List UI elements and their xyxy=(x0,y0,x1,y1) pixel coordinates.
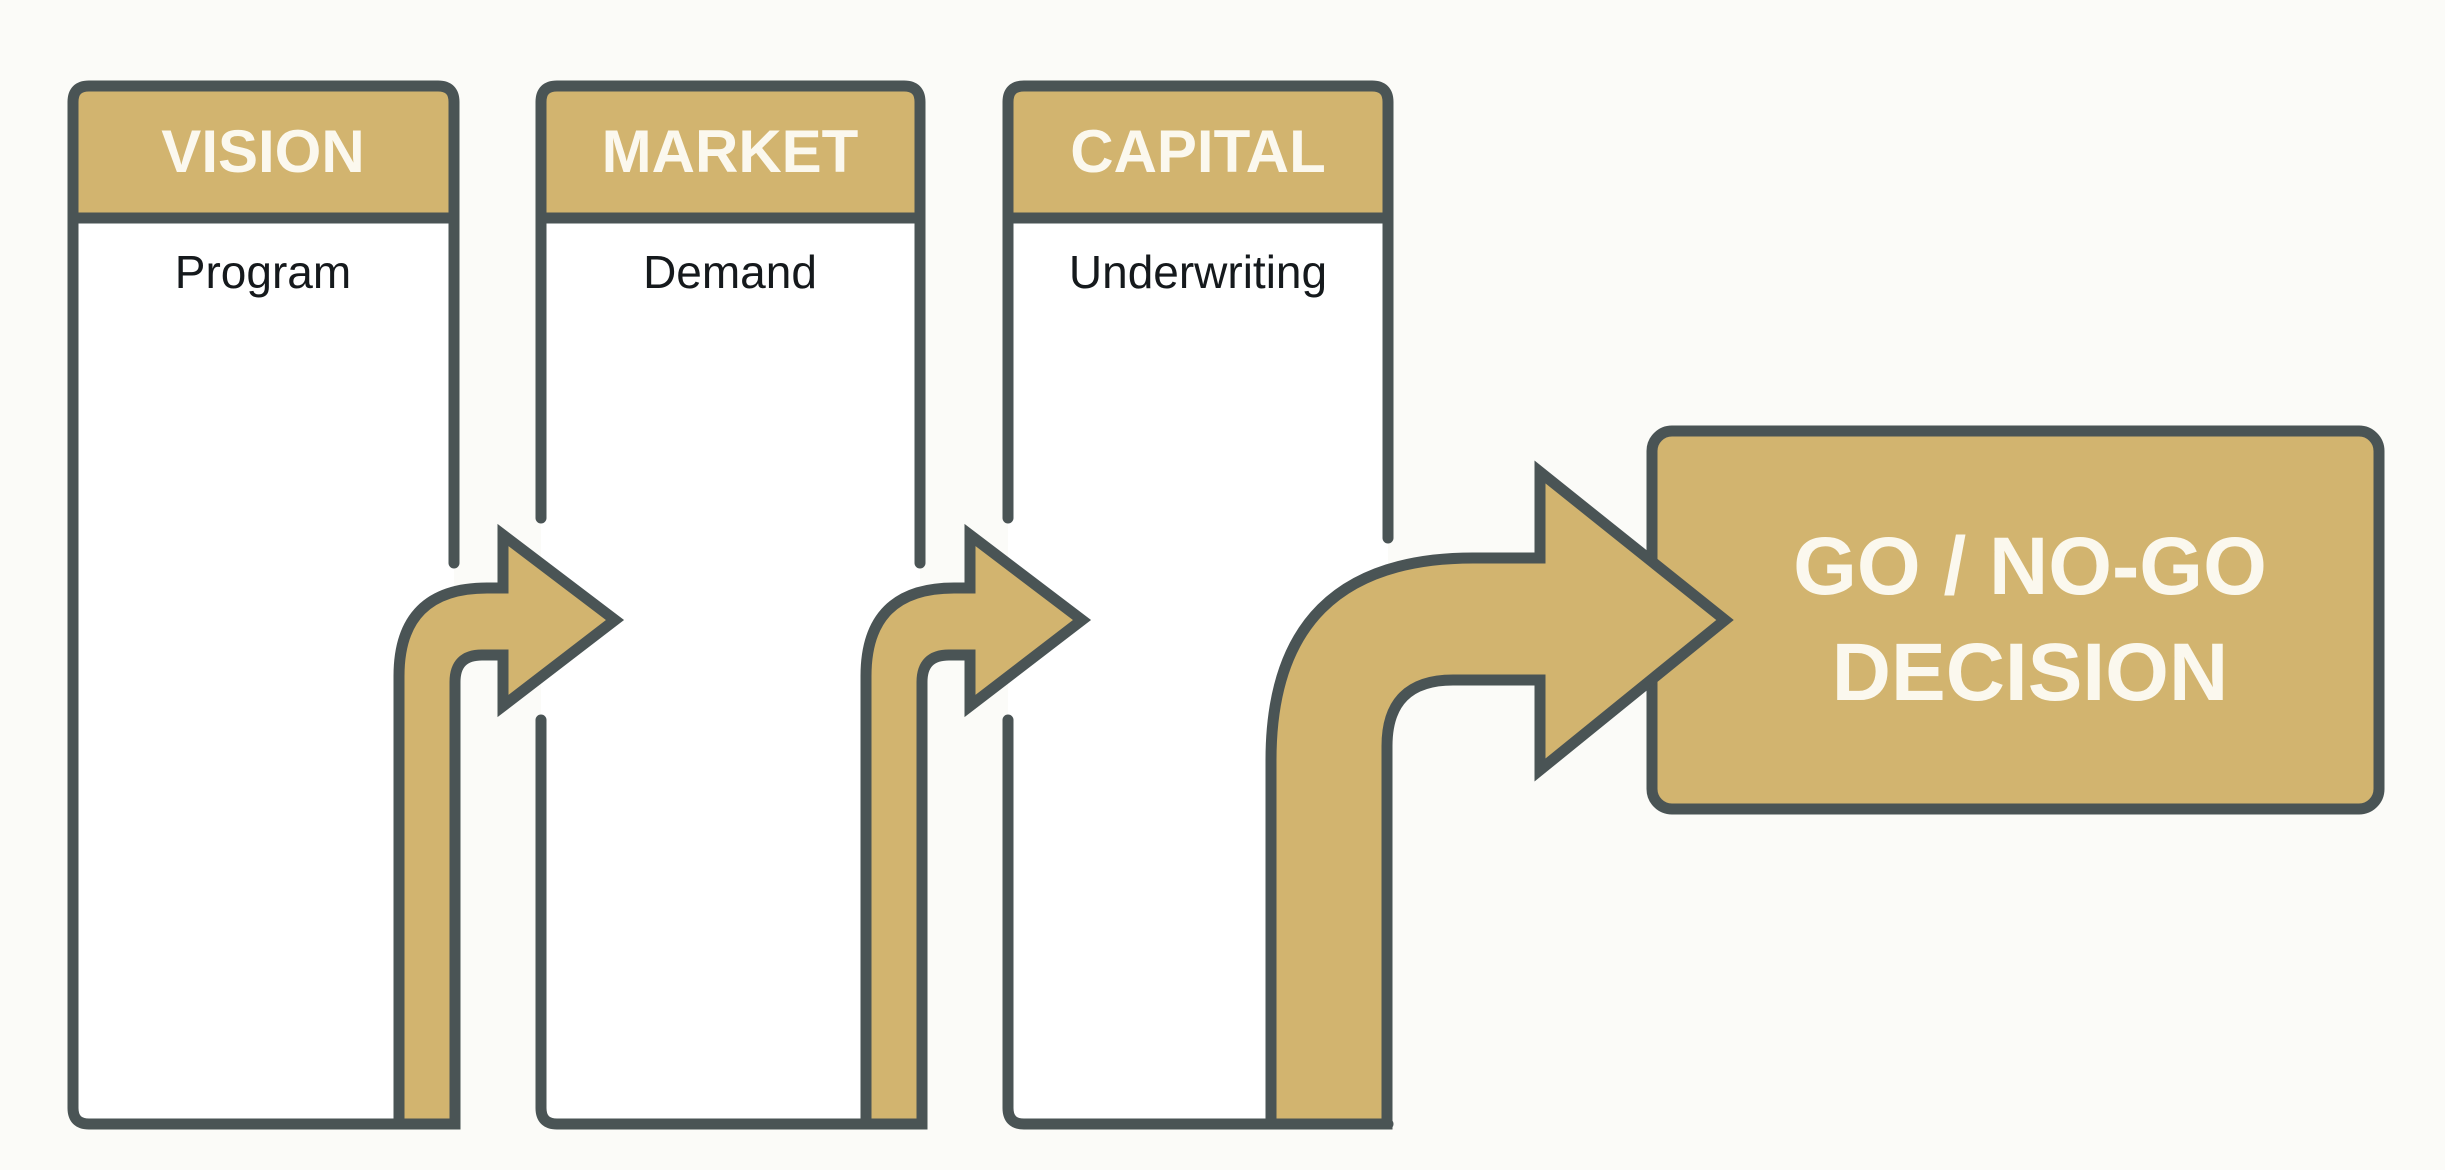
panel-border-top xyxy=(1002,80,1394,544)
stage-title: MARKET xyxy=(602,118,859,185)
panel-body xyxy=(73,86,454,1123)
panel-border xyxy=(67,80,460,1130)
stage-subtitle: Underwriting xyxy=(1069,246,1327,298)
panel-border-bottom xyxy=(535,714,926,1130)
stage-title: CAPITAL xyxy=(1070,118,1326,185)
decision-box-shape xyxy=(1646,425,2385,815)
panel-body xyxy=(541,86,920,1123)
decision-label-line2: DECISION xyxy=(1832,627,2228,718)
curved-right-arrow-icon xyxy=(393,523,625,1130)
arrow-shape xyxy=(1265,460,1734,1130)
curved-right-arrow-icon xyxy=(1265,460,1734,1130)
stage-panel-vision: VISION Program xyxy=(67,80,460,1130)
arrow-shape xyxy=(393,523,625,1130)
stage-subtitle: Program xyxy=(175,246,351,298)
arrow-shape xyxy=(860,523,1092,1130)
decision-box: GO / NO-GO DECISION xyxy=(1646,425,2385,815)
panel-border-top xyxy=(535,80,926,569)
stage-panel-market: MARKET Demand xyxy=(535,80,926,1130)
panel-header-fill xyxy=(541,86,920,218)
panel-header-fill xyxy=(73,86,454,218)
decision-label-line1: GO / NO-GO xyxy=(1793,521,2267,612)
curved-right-arrow-icon xyxy=(860,523,1092,1130)
stage-subtitle: Demand xyxy=(643,246,817,298)
panel-header-fill xyxy=(1008,86,1388,218)
stage-title: VISION xyxy=(161,118,364,185)
panel-border-bottom xyxy=(1002,714,1394,1130)
